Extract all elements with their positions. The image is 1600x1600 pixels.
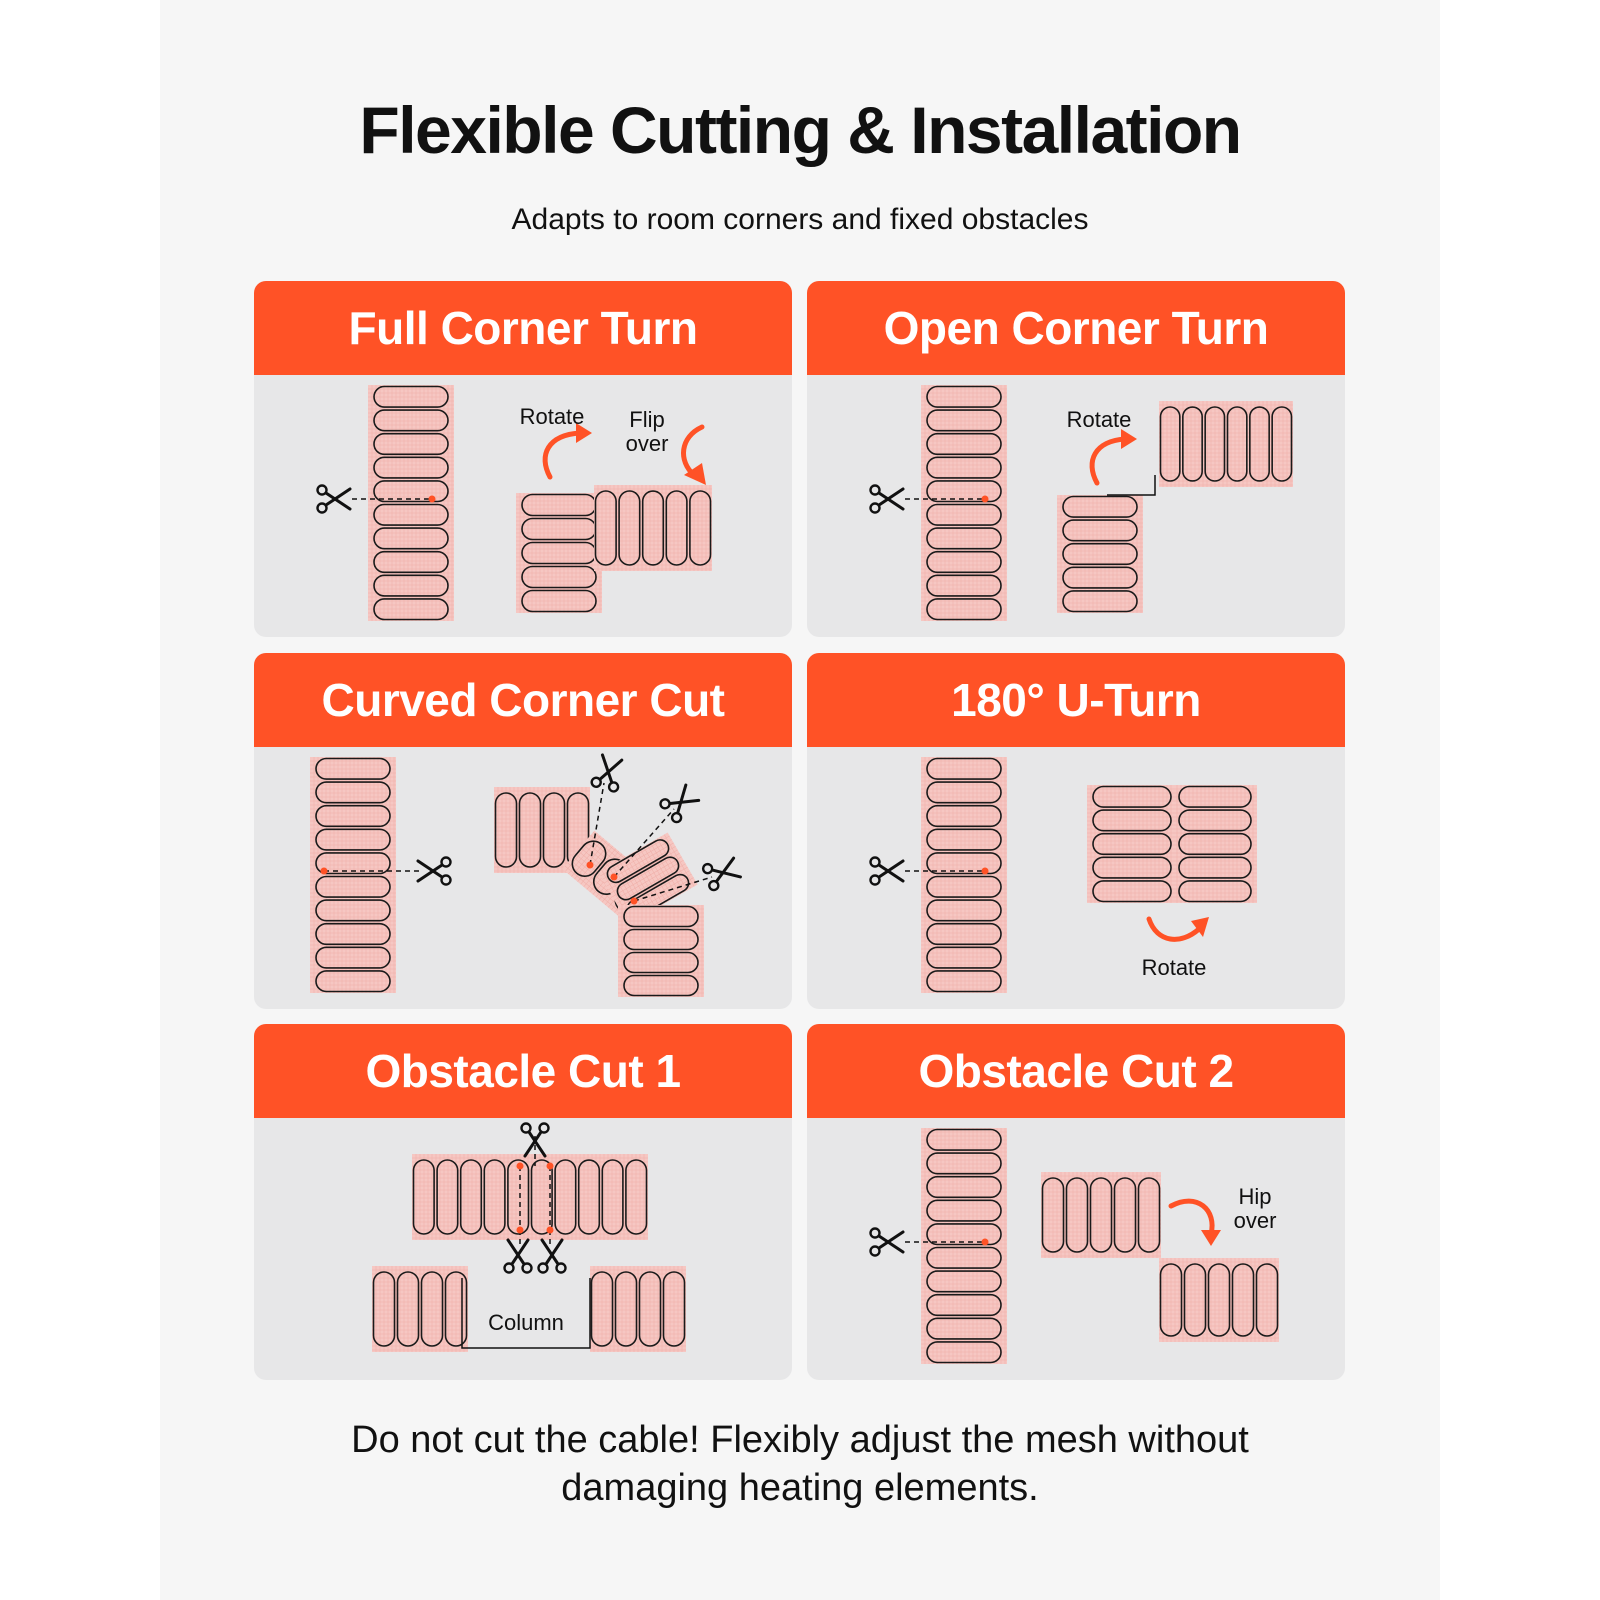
heating-mat-icon	[618, 905, 704, 997]
scissors-icon	[416, 856, 452, 886]
heating-mat-icon	[1173, 785, 1257, 903]
scissors-icon	[869, 484, 905, 514]
flip-arrow-head	[1201, 1230, 1221, 1246]
heating-mat-icon	[1041, 1172, 1161, 1258]
flip-label-line2: over	[626, 431, 669, 456]
cut-line	[905, 495, 989, 503]
heating-mat-icon	[310, 757, 396, 993]
rotate-label: Rotate	[1067, 407, 1132, 432]
scissors-icon	[537, 1238, 567, 1274]
cut-line	[905, 1238, 989, 1246]
scissors-icon	[659, 783, 701, 824]
card-title: Open Corner Turn	[807, 281, 1345, 375]
flip-label-line1: Hip	[1238, 1184, 1271, 1209]
footer-line-1: Do not cut the cable! Flexibly adjust th…	[351, 1419, 1249, 1461]
heating-mat-icon	[594, 485, 712, 571]
heating-mat-icon	[921, 1128, 1007, 1364]
cut-line	[320, 867, 422, 875]
scissors-icon	[701, 856, 742, 892]
rotate-arrow-head	[1191, 917, 1209, 937]
connector-line	[1107, 475, 1156, 496]
scissors-icon	[869, 856, 905, 886]
rotate-label: Rotate	[520, 404, 585, 429]
rotate-arrow-icon	[1089, 436, 1128, 486]
heating-mat-icon	[412, 1154, 648, 1240]
footer-note: Do not cut the cable! Flexibly adjust th…	[160, 1416, 1440, 1512]
rotate-label: Rotate	[1142, 955, 1207, 980]
cut-line	[352, 495, 436, 503]
card-title: Obstacle Cut 1	[254, 1024, 792, 1118]
heating-mat-icon	[921, 385, 1007, 621]
heating-mat-icon	[590, 1266, 686, 1352]
scissors-icon	[590, 753, 624, 793]
heating-mat-icon	[1087, 785, 1177, 903]
heating-mat-icon	[516, 493, 602, 613]
flip-arrow-icon	[1168, 1198, 1215, 1237]
card-obstacle-cut-2: Obstacle Cut 2 Hip over	[807, 1024, 1345, 1380]
heating-mat-icon	[1159, 1258, 1279, 1342]
card-full-corner-turn: Full Corner Turn Rotate Flip over	[254, 281, 792, 637]
heating-mat-icon	[1057, 495, 1143, 613]
card-180-u-turn: 180° U-Turn Rotate	[807, 653, 1345, 1009]
heating-mat-icon	[1159, 401, 1293, 487]
heating-mat-icon	[368, 385, 454, 621]
column-outline	[461, 1278, 591, 1349]
column-label: Column	[488, 1310, 564, 1335]
page-subtitle: Adapts to room corners and fixed obstacl…	[511, 203, 1089, 236]
rotate-arrow-head	[576, 423, 592, 443]
flip-arrow-icon	[681, 424, 705, 478]
rotate-arrow-icon	[542, 430, 583, 480]
heating-mat-icon	[921, 757, 1007, 993]
rotate-arrow-head	[1121, 429, 1137, 449]
card-title: Curved Corner Cut	[254, 653, 792, 747]
infographic-sheet: Flexible Cutting & Installation Adapts t…	[160, 0, 1440, 1600]
card-curved-corner-cut: Curved Corner Cut	[254, 653, 792, 1009]
cut-line	[905, 867, 989, 875]
scissors-icon	[503, 1238, 533, 1274]
scissors-icon	[869, 1227, 905, 1257]
card-open-corner-turn: Open Corner Turn Rotate	[807, 281, 1345, 637]
flip-arrow-head	[684, 463, 706, 485]
page-title: Flexible Cutting & Installation	[359, 93, 1242, 167]
cut-lines	[589, 782, 713, 902]
card-obstacle-cut-1: Obstacle Cut 1 Column	[254, 1024, 792, 1380]
card-title: 180° U-Turn	[807, 653, 1345, 747]
card-title: Full Corner Turn	[254, 281, 792, 375]
flip-label-line2: over	[1234, 1208, 1277, 1233]
flip-label-line1: Flip	[629, 407, 664, 432]
heating-mat-icon	[372, 1266, 468, 1352]
rotate-arrow-icon	[1146, 916, 1202, 942]
card-title: Obstacle Cut 2	[807, 1024, 1345, 1118]
scissors-icon	[520, 1122, 550, 1158]
scissors-icon	[316, 484, 352, 514]
footer-line-2: damaging heating elements.	[561, 1467, 1039, 1509]
